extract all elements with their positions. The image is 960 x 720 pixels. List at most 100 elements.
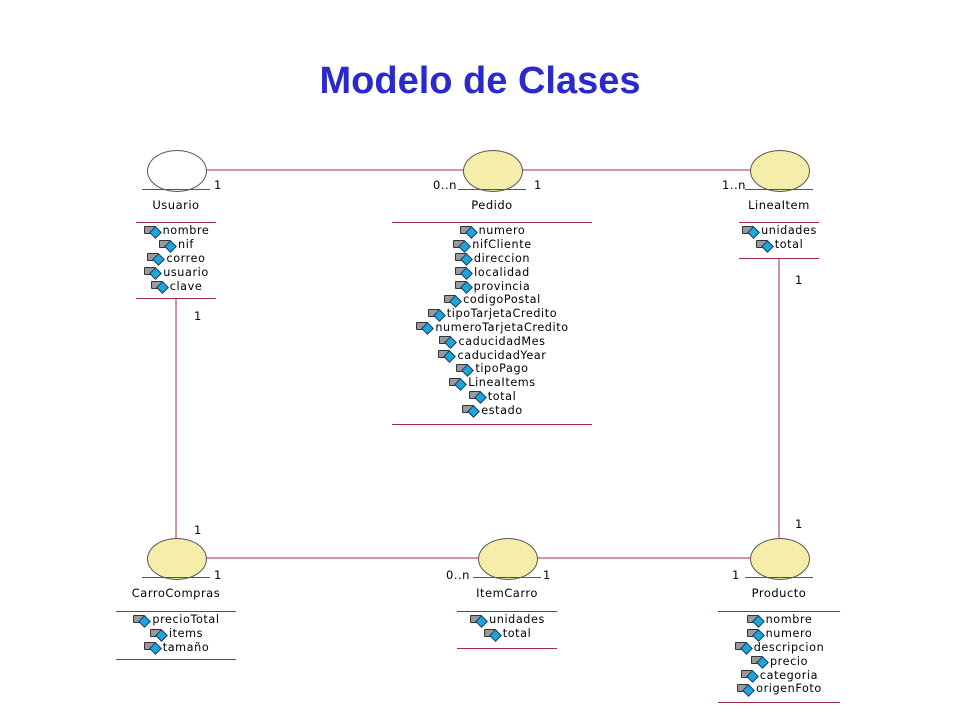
multiplicity-label: 1 — [194, 523, 202, 537]
attribute-item[interactable]: codigoPostal — [382, 293, 602, 308]
attribute-item[interactable]: provincia — [382, 279, 602, 294]
attribute-item[interactable]: clave — [66, 279, 286, 294]
attribute-label: numero — [765, 627, 813, 641]
class-symbol-base — [745, 189, 813, 190]
attribute-item[interactable]: nifCliente — [382, 238, 602, 253]
attribute-item[interactable]: numero — [382, 224, 602, 239]
attribute-item[interactable]: caducidadYear — [382, 348, 602, 363]
attribute-item[interactable]: estado — [382, 403, 602, 419]
attribute-item[interactable]: tipoTarjetaCredito — [382, 307, 602, 322]
attribute-item[interactable]: descripcion — [669, 640, 889, 656]
attribute-icon — [146, 252, 166, 267]
attribute-item[interactable]: total — [397, 627, 617, 642]
attribute-label: total — [502, 627, 532, 641]
attribute-icon — [415, 321, 435, 336]
attribute-label: unidades — [761, 224, 817, 238]
attribute-label: origenFoto — [756, 682, 822, 696]
attribute-label: numeroTarjetaCredito — [435, 320, 569, 334]
attribute-item[interactable]: tipoPago — [382, 362, 602, 377]
class-symbol — [463, 150, 523, 192]
attribute-label: total — [774, 238, 804, 252]
attribute-icon — [750, 655, 769, 670]
attribute-label: total — [487, 389, 517, 403]
attribute-icon — [443, 294, 462, 308]
class-name-separator — [392, 222, 592, 223]
attribute-label: caducidadMes — [458, 334, 546, 348]
attribute-item[interactable]: categoria — [669, 668, 889, 683]
attribute-item[interactable]: precio — [669, 654, 889, 670]
attribute-label: correo — [166, 251, 206, 265]
attribute-icon — [150, 280, 169, 294]
attribute-label: unidades — [489, 613, 545, 627]
multiplicity-label: 0..n — [446, 568, 470, 582]
attribute-item[interactable]: precioTotal — [66, 613, 286, 628]
attribute-item[interactable]: unidades — [397, 613, 617, 628]
attribute-label: items — [168, 627, 204, 641]
attribute-item[interactable]: caducidadMes — [382, 334, 602, 350]
class-symbol — [147, 150, 207, 192]
attribute-item[interactable]: nif — [66, 238, 286, 253]
multiplicity-label: 1 — [534, 178, 542, 192]
attribute-icon — [755, 239, 774, 253]
class-attributes-separator — [718, 702, 840, 703]
attribute-icon — [734, 641, 753, 656]
attribute-icon — [746, 628, 765, 642]
attribute-label: clave — [169, 279, 203, 293]
attribute-icon — [740, 669, 759, 683]
attribute-icon — [438, 335, 458, 350]
multiplicity-label: 1 — [214, 178, 222, 192]
attribute-label: numero — [478, 224, 526, 238]
attribute-icon — [454, 252, 473, 267]
attribute-item[interactable]: total — [669, 238, 889, 253]
attribute-item[interactable]: numeroTarjetaCredito — [382, 320, 602, 336]
class-symbol-base — [458, 189, 526, 190]
attribute-item[interactable]: nombre — [669, 613, 889, 628]
class-symbol — [478, 538, 538, 580]
attribute-label: precio — [769, 654, 809, 668]
class-symbol — [750, 538, 810, 580]
attribute-icon — [132, 614, 152, 628]
attribute-item[interactable]: localidad — [382, 265, 602, 281]
attribute-item[interactable]: origenFoto — [669, 682, 889, 697]
attribute-label: precioTotal — [152, 613, 220, 627]
class-attributes-separator — [116, 659, 236, 660]
attribute-label: LineaItems — [468, 376, 536, 390]
multiplicity-label: 1 — [194, 309, 202, 323]
class-symbol-base — [142, 189, 210, 190]
attribute-item[interactable]: usuario — [66, 265, 286, 281]
attribute-icon — [448, 377, 468, 391]
class-name: CarroCompras — [131, 586, 221, 600]
attribute-item[interactable]: direccion — [382, 252, 602, 267]
attribute-label: categoria — [759, 668, 819, 682]
class-name-separator — [739, 222, 819, 223]
multiplicity-label: 1 — [795, 273, 803, 287]
class-name-separator — [136, 222, 216, 223]
diagram-title: Modelo de Clases — [319, 60, 641, 102]
class-name: ItemCarro — [476, 586, 538, 600]
attribute-item[interactable]: unidades — [669, 224, 889, 239]
attribute-item[interactable]: LineaItems — [382, 376, 602, 391]
attribute-label: nifCliente — [472, 238, 532, 252]
attribute-item[interactable]: numero — [669, 627, 889, 642]
attribute-item[interactable]: nombre — [66, 224, 286, 239]
attribute-icon — [427, 308, 446, 322]
attribute-icon — [454, 280, 473, 294]
multiplicity-label: 1 — [732, 568, 740, 582]
attribute-item[interactable]: correo — [66, 251, 286, 267]
class-symbol-base — [142, 577, 210, 578]
attribute-icon — [149, 628, 168, 642]
attribute-item[interactable]: items — [66, 627, 286, 642]
class-symbol — [147, 538, 207, 580]
attribute-item[interactable]: total — [382, 389, 602, 405]
attribute-item[interactable]: tamaño — [66, 641, 286, 656]
attribute-label: descripcion — [753, 640, 825, 654]
attribute-icon — [455, 363, 475, 377]
attribute-icon — [158, 239, 177, 253]
class-name: Pedido — [471, 198, 513, 212]
class-name-separator — [718, 611, 840, 612]
class-name: Usuario — [152, 198, 200, 212]
